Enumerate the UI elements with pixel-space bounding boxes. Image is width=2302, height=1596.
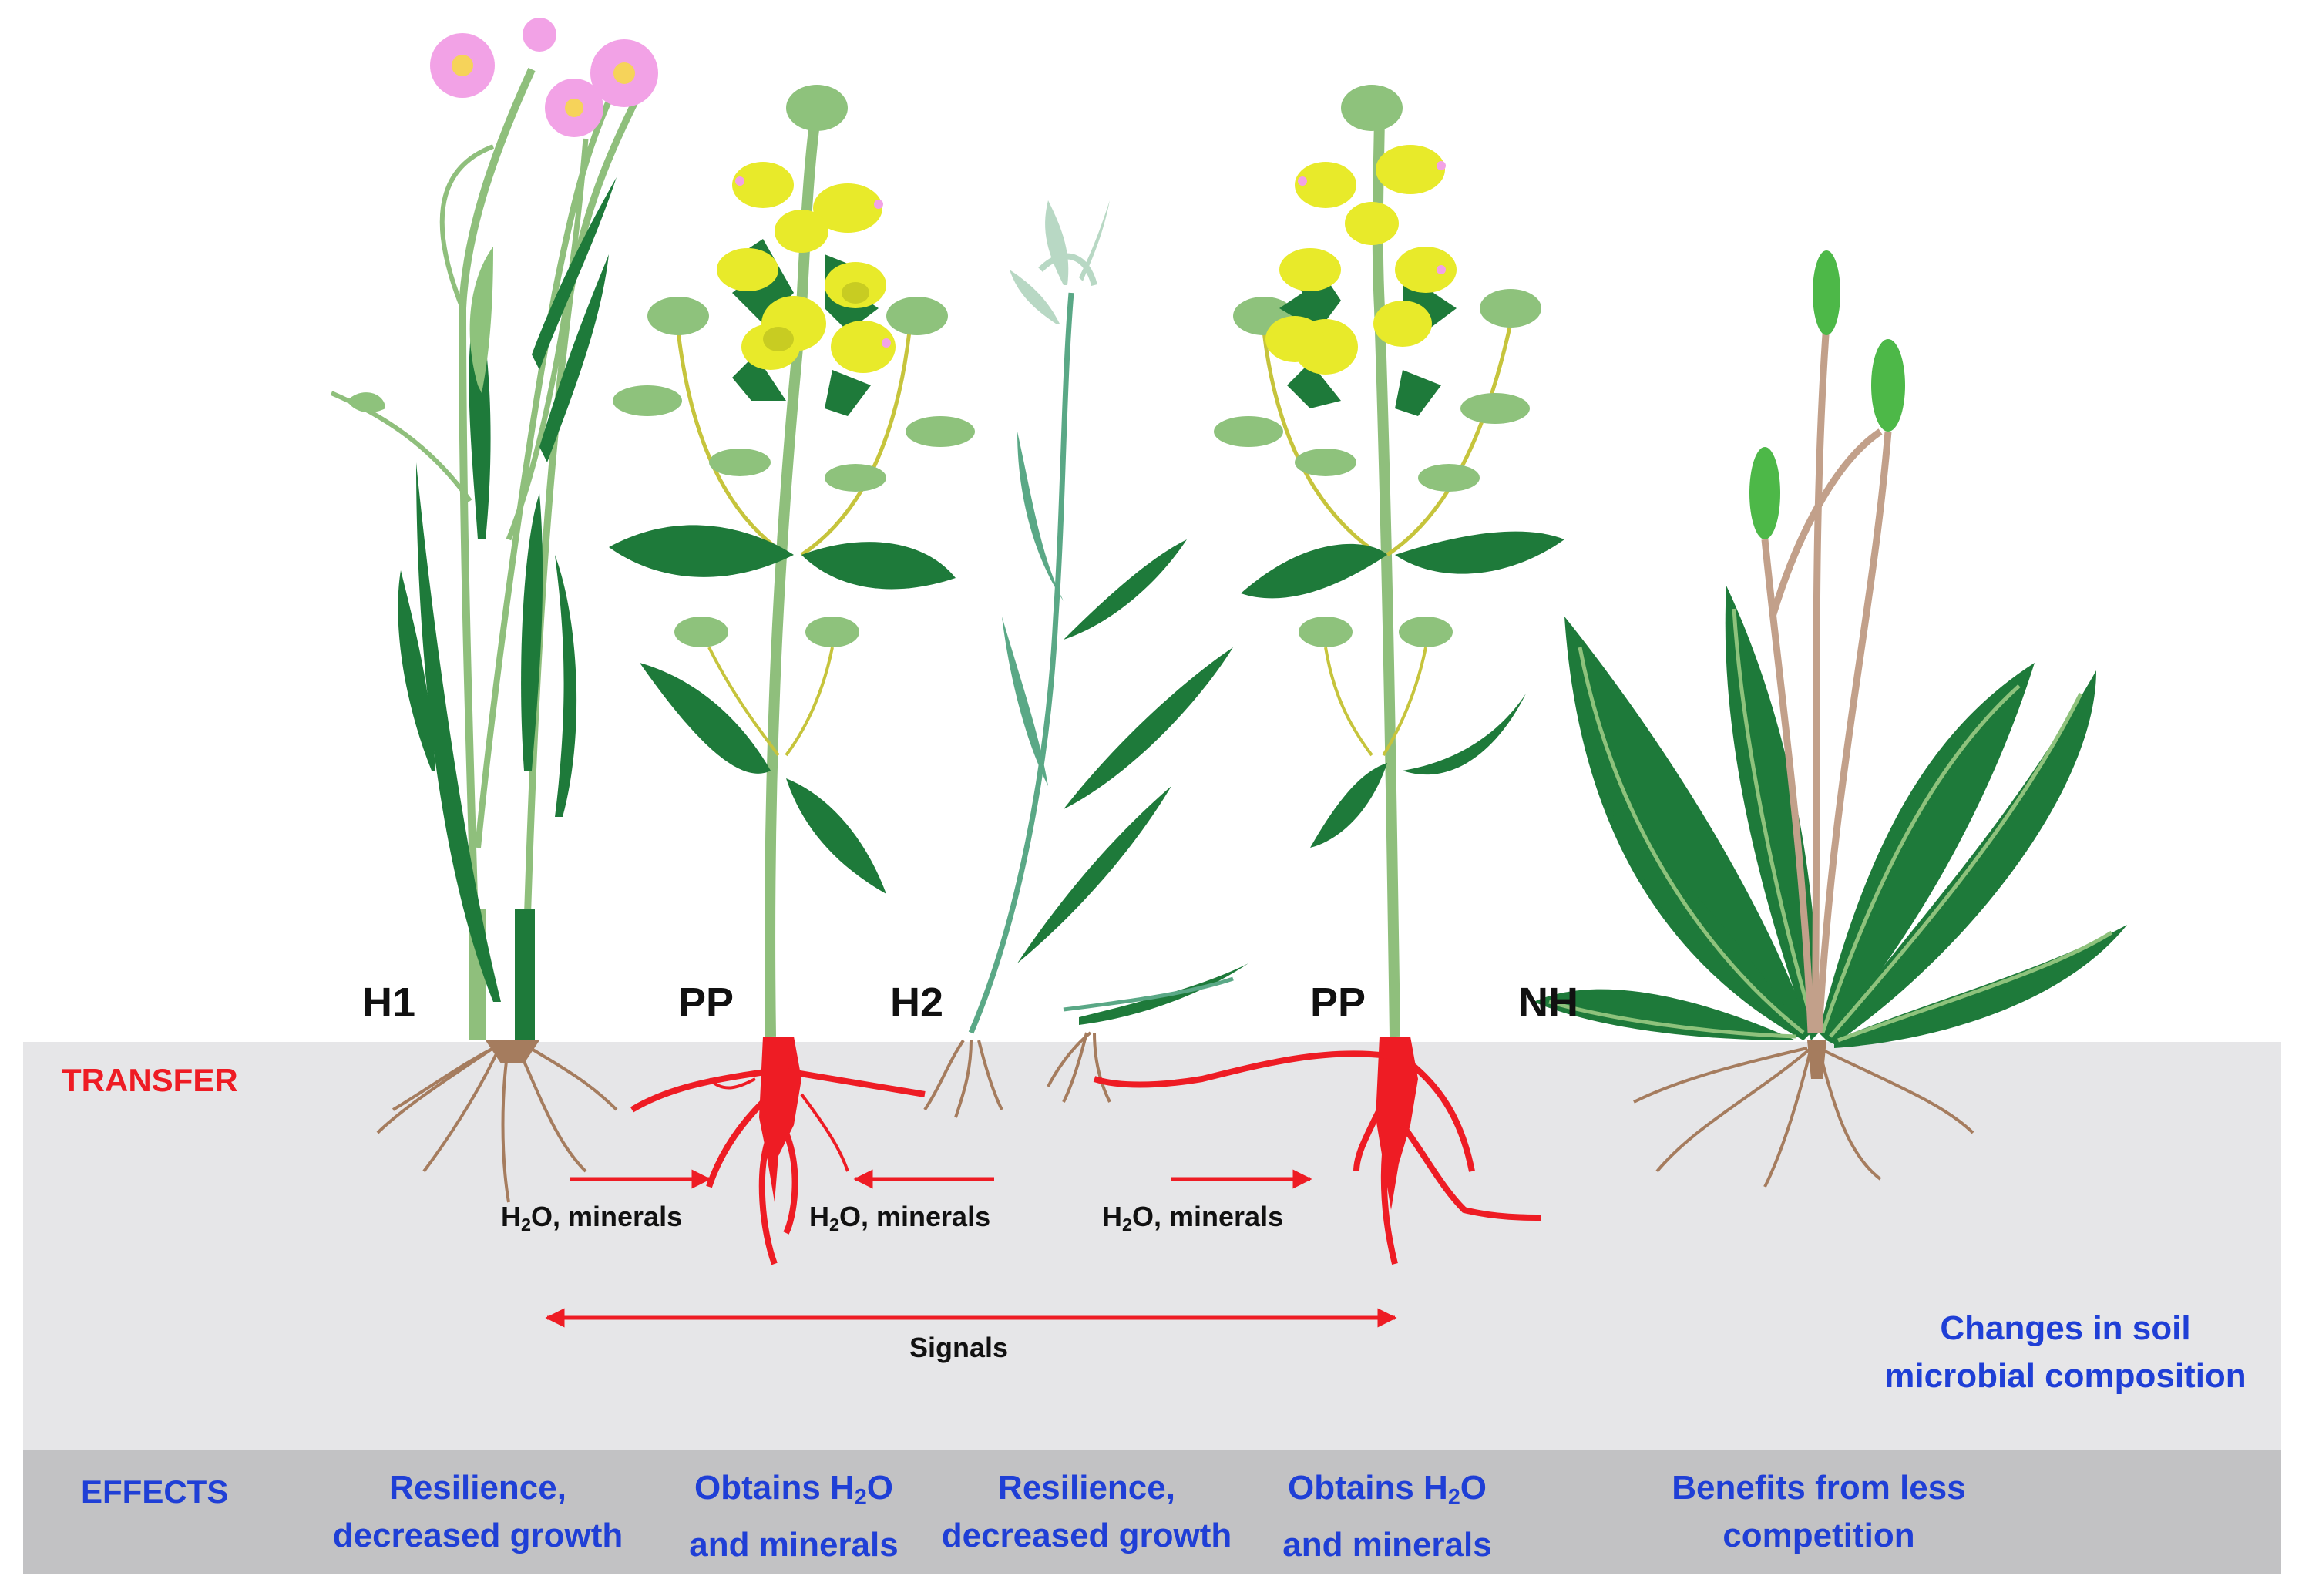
effect-pp1-line2: and minerals <box>689 1526 899 1564</box>
effect-pp2-line1-post: O <box>1460 1469 1487 1507</box>
flow-label-1-rest: O, minerals <box>531 1201 683 1232</box>
effect-pp1-line1-post: O <box>866 1469 893 1507</box>
transfer-title: TRANSFER <box>62 1062 238 1098</box>
soil-note: Changes in soil microbial composition <box>1857 1305 2273 1400</box>
flow-label-2-sub: 2 <box>829 1214 840 1235</box>
flow-label-3-h: H <box>1102 1201 1122 1232</box>
soil-note-line2: microbial composition <box>1884 1357 2247 1395</box>
flow-label-2-rest: O, minerals <box>839 1201 991 1232</box>
plant-pp1-parasite <box>609 85 975 1265</box>
plant-nh-plantain <box>1534 250 2127 1188</box>
effects-band <box>23 1450 2281 1574</box>
effect-h2: Resilience, decreased growth <box>925 1464 1248 1560</box>
flow-label-2: H2O, minerals <box>809 1201 990 1235</box>
effect-pp2-line1-pre: Obtains H <box>1288 1469 1448 1507</box>
flow-label-1-sub: 2 <box>521 1214 532 1235</box>
effect-nh-line1: Benefits from less <box>1672 1469 1966 1507</box>
effect-nh: Benefits from less competition <box>1642 1464 1996 1560</box>
flow-label-3: H2O, minerals <box>1102 1201 1283 1235</box>
effect-pp2-line1: Obtains H2O <box>1256 1464 1518 1521</box>
effect-h1-line2: decreased growth <box>332 1517 623 1554</box>
label-pp1: PP <box>678 979 734 1026</box>
flow-label-1-h: H <box>501 1201 521 1232</box>
effect-pp2-line1-sub: 2 <box>1447 1485 1460 1510</box>
effect-h2-line2: decreased growth <box>941 1517 1232 1554</box>
flow-label-1: H2O, minerals <box>501 1201 682 1235</box>
effect-pp1: Obtains H2O and minerals <box>663 1464 925 1569</box>
flow-label-3-rest: O, minerals <box>1132 1201 1284 1232</box>
effect-h2-line1: Resilience, <box>998 1469 1175 1507</box>
effect-pp1-line1-sub: 2 <box>854 1485 867 1510</box>
plant-pp2-parasite <box>1093 85 1564 1265</box>
plant-h2-grass <box>923 200 1248 1118</box>
soil-band <box>23 1042 2281 1450</box>
effect-pp1-line1: Obtains H2O <box>663 1464 925 1521</box>
effect-pp2: Obtains H2O and minerals <box>1256 1464 1518 1569</box>
label-nh: NH <box>1518 979 1578 1026</box>
effect-pp1-line1-pre: Obtains H <box>694 1469 855 1507</box>
flow-label-3-sub: 2 <box>1122 1214 1133 1235</box>
effect-h1: Resilience, decreased growth <box>308 1464 647 1560</box>
signals-label: Signals <box>909 1332 1009 1363</box>
soil-note-line1: Changes in soil <box>1940 1309 2191 1347</box>
plant-h1-grass <box>330 18 658 1203</box>
label-pp2: PP <box>1310 979 1366 1026</box>
flow-label-2-h: H <box>809 1201 829 1232</box>
effect-h1-line1: Resilience, <box>389 1469 566 1507</box>
label-h2: H2 <box>890 979 944 1026</box>
label-h1: H1 <box>362 979 416 1026</box>
effect-pp2-line2: and minerals <box>1282 1526 1492 1564</box>
effects-title: EFFECTS <box>81 1473 229 1510</box>
effect-nh-line2: competition <box>1722 1517 1915 1554</box>
